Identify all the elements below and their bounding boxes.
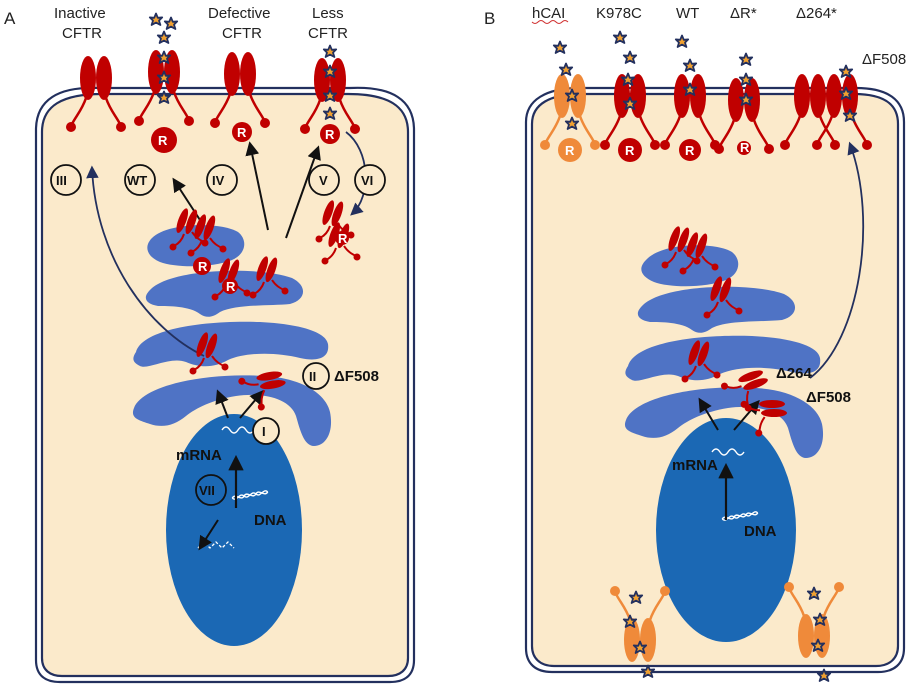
mrna-label-a: mRNA (176, 447, 222, 464)
step-circle-vii: VII (195, 474, 227, 506)
header-df508: ΔF508 (862, 51, 906, 68)
delta264-label-b: Δ264 (776, 365, 812, 382)
cftr-channel-defective-a: R (208, 50, 272, 142)
folding-arrow-b (733, 399, 760, 431)
r-domain-label: R (338, 231, 348, 246)
cell-a-outer-membrane (34, 86, 416, 684)
header-defective-1: Defective (208, 5, 271, 22)
step-circle-v: V (308, 164, 340, 196)
less-arrow-a (285, 145, 321, 239)
panel-a: A mRNA DNA R (4, 5, 416, 684)
df508-label-a: ΔF508 (334, 368, 379, 385)
er-golgi-b (624, 245, 824, 458)
folding-arrow-a (239, 389, 264, 419)
r-domain-label: R (158, 133, 168, 148)
translation-arrow-a (215, 389, 229, 419)
panel-b: B mRNA DNA R R (484, 5, 906, 682)
inactive-arrow-a (86, 165, 205, 357)
degraded-dna-icon (197, 541, 235, 549)
svg-text:R: R (685, 143, 695, 158)
svg-text:VII: VII (199, 483, 215, 498)
header-k978c: K978C (596, 5, 642, 22)
defective-arrow-a (245, 141, 269, 231)
header-delta264: Δ264* (796, 5, 837, 22)
svg-text:R: R (740, 140, 750, 155)
degradation-arrow-a (198, 519, 219, 551)
step-circle-i: I (252, 417, 280, 445)
step-circle-iv: IV (206, 164, 238, 196)
nucleus-b (656, 418, 796, 642)
cftr-channel-k978c: R (598, 72, 662, 162)
r-domain-label: R (226, 279, 236, 294)
svg-text:V: V (319, 173, 328, 188)
svg-text:IV: IV (212, 173, 225, 188)
svg-text:VI: VI (361, 173, 373, 188)
header-inactive-2: CFTR (62, 25, 102, 42)
mrna-wave-icon (711, 448, 745, 456)
step-circle-vi: VI (354, 164, 386, 196)
dna-label-b: DNA (744, 523, 777, 540)
cftr-channel-wt-a: R (132, 48, 196, 153)
svg-text:R: R (625, 143, 635, 158)
cftr-channel-hcai: R (538, 72, 602, 162)
header-hcai: hCAI (532, 5, 565, 22)
panel-a-letter: A (4, 9, 16, 28)
cftr-channel-less-a: R (298, 56, 362, 144)
r-domain-label: R (237, 125, 247, 140)
mrna-wave-icon (221, 426, 255, 434)
header-wt: WT (676, 5, 699, 22)
header-delta-r: ΔR* (730, 5, 757, 22)
panel-b-letter: B (484, 9, 495, 28)
cftr-channel-wt-b: R (658, 72, 722, 161)
step-circle-wt: WT (124, 164, 156, 196)
mrna-label-b: mRNA (672, 457, 718, 474)
rescue-arrow-b (809, 141, 865, 379)
svg-text:II: II (309, 369, 316, 384)
svg-text:III: III (56, 173, 67, 188)
r-domain-label: R (198, 259, 208, 274)
header-defective-2: CFTR (222, 25, 262, 42)
cftr-channel-delta-r: R (712, 76, 776, 156)
svg-text:WT: WT (127, 173, 147, 188)
nucleus-a (166, 414, 302, 646)
spellcheck-underline (531, 20, 569, 24)
df508-label-b: ΔF508 (806, 389, 851, 406)
header-less-2: CFTR (308, 25, 348, 42)
svg-text:I: I (262, 424, 266, 439)
header-less-1: Less (312, 5, 344, 22)
r-domain-label: R (325, 127, 335, 142)
svg-text:R: R (565, 143, 575, 158)
dna-label-a: DNA (254, 512, 287, 529)
step-circle-iii: III (50, 164, 82, 196)
translation-arrow-b (698, 397, 719, 431)
header-inactive-1: Inactive (54, 5, 106, 22)
step-circle-ii: II (302, 362, 330, 390)
